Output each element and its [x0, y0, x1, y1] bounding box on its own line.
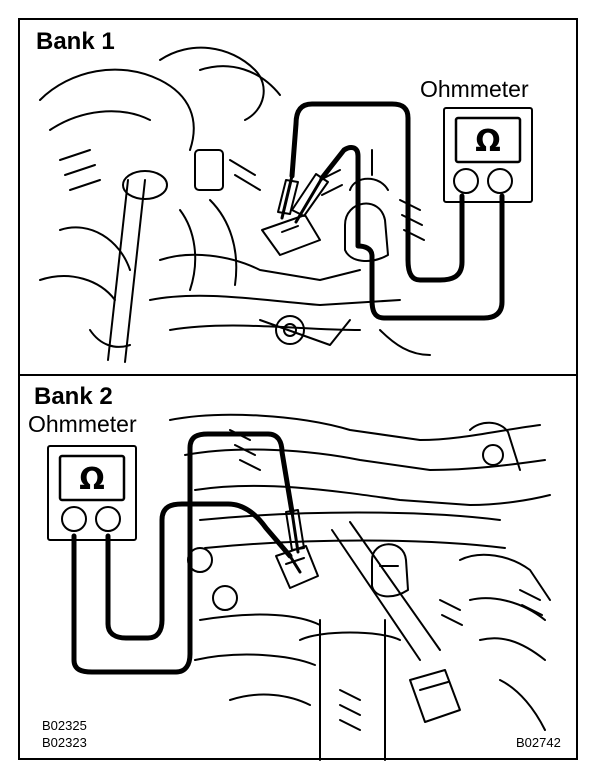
bank1-ohmmeter-jack-left [453, 168, 479, 194]
bank2-ohmmeter-body [47, 445, 137, 541]
bank2-ohmmeter: Ω [47, 445, 137, 541]
bank2-ohmmeter-jack-left [61, 506, 87, 532]
bank1-ohmmeter-label: Ohmmeter [420, 76, 529, 102]
bank2-engine-illustration [169, 413, 551, 761]
bank1-engine-illustration [39, 46, 431, 363]
reference-code-1: B02325 [42, 718, 87, 733]
panel-divider [18, 374, 578, 376]
bank2-test-leads [71, 431, 319, 675]
bank2-ohmmeter-label: Ohmmeter [28, 411, 137, 437]
bank2-ohmmeter-display [58, 454, 126, 502]
bank1-ohmmeter-body [443, 107, 533, 203]
bank1-title: Bank 1 [36, 28, 115, 55]
reference-code-2: B02323 [42, 735, 87, 750]
bank2-ohm-symbol: Ω [79, 462, 105, 497]
bank1-ohmmeter-jack-right [487, 168, 513, 194]
bank1-ohmmeter-display [454, 116, 522, 164]
bank2-title: Bank 2 [34, 383, 113, 410]
reference-code-3: B02742 [516, 735, 561, 750]
bank1-test-leads [277, 101, 505, 321]
bank1-ohmmeter: Ω [443, 107, 533, 203]
bank2-ohmmeter-jack-right [95, 506, 121, 532]
bank1-ohm-symbol: Ω [475, 124, 501, 159]
figure-frame [18, 18, 578, 760]
